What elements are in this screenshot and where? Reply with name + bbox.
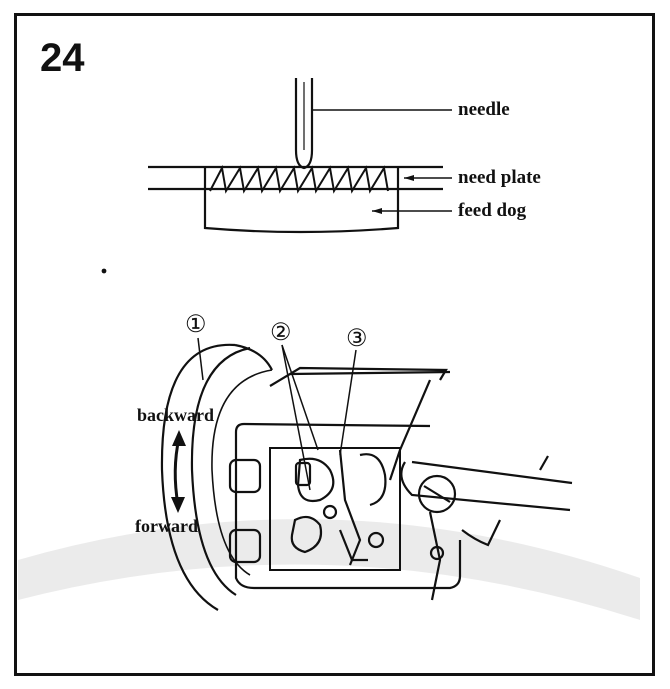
machine-top bbox=[269, 366, 448, 387]
stitch-length-dial-diagram bbox=[160, 337, 573, 611]
backward-label: backward bbox=[137, 405, 215, 425]
screw bbox=[417, 474, 457, 514]
housing bbox=[234, 432, 462, 590]
needle-plate-diagram bbox=[148, 78, 452, 234]
callout-2: ② bbox=[270, 320, 292, 346]
needle-plate-label: need plate bbox=[458, 167, 541, 188]
feed-dog-shape bbox=[203, 166, 400, 234]
needle-label: needle bbox=[458, 99, 510, 120]
feed-dog-teeth bbox=[209, 164, 389, 194]
tab-upper bbox=[228, 458, 262, 494]
callout-1: ① bbox=[185, 312, 207, 338]
callout-2-line-a bbox=[281, 344, 319, 451]
feed-dog-label: feed dog bbox=[458, 200, 527, 221]
callout-3-line bbox=[339, 349, 357, 456]
callout-3: ③ bbox=[346, 326, 368, 352]
dial-inner-1 bbox=[190, 346, 251, 596]
figure-number: 24 bbox=[40, 36, 85, 80]
callout-2-line-b bbox=[281, 344, 311, 491]
dial-outer bbox=[160, 343, 236, 611]
inner-window bbox=[269, 447, 401, 571]
arm bbox=[400, 461, 571, 512]
tab-lower bbox=[228, 528, 262, 564]
direction-arrow bbox=[173, 437, 181, 506]
callout-1-line bbox=[197, 337, 204, 381]
forward-label: forward bbox=[135, 516, 198, 536]
